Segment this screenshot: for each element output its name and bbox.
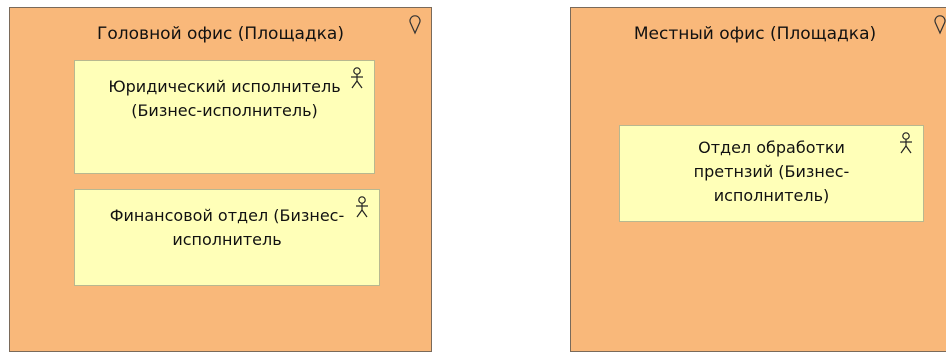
- location-title: Местный офис (Площадка): [633, 24, 877, 44]
- location-pin-icon: [409, 15, 421, 35]
- location-pin-icon: [934, 15, 946, 35]
- business-actor-claims[interactable]: Отдел обработки претнзий (Бизнес-исполни…: [619, 125, 924, 222]
- actor-icon: [356, 196, 368, 218]
- actor-icon: [351, 67, 363, 89]
- business-actor-legal[interactable]: Юридический исполнитель (Бизнес-исполнит…: [74, 60, 375, 174]
- location-head-office[interactable]: Головной офис (Площадка) Юридический исп…: [9, 7, 432, 352]
- actor-icon: [900, 132, 912, 154]
- business-actor-label: Финансовой отдел (Бизнес-исполнитель: [109, 206, 345, 249]
- business-actor-finance[interactable]: Финансовой отдел (Бизнес-исполнитель: [74, 189, 380, 286]
- location-local-office[interactable]: Местный офис (Площадка) Отдел обработки …: [570, 7, 946, 352]
- business-actor-label: Юридический исполнитель (Бизнес-исполнит…: [108, 77, 341, 120]
- location-title: Головной офис (Площадка): [97, 24, 344, 44]
- business-actor-label: Отдел обработки претнзий (Бизнес-исполни…: [693, 138, 850, 205]
